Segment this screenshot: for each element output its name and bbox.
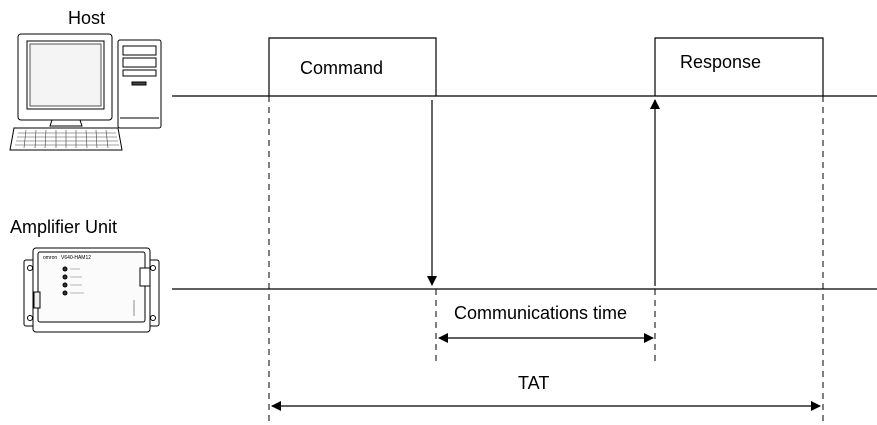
- response-label: Response: [680, 52, 762, 72]
- amplifier-unit-icon: [23, 247, 160, 333]
- communications-time-label: Communications time: [454, 303, 628, 323]
- host-label: Host: [68, 8, 106, 28]
- command-label: Command: [300, 58, 384, 78]
- response-box: [654, 37, 824, 96]
- tat-label: TAT: [518, 373, 550, 393]
- desktop-computer-icon: [9, 33, 162, 151]
- amplifier-model-text: V640-HAM12: [61, 255, 91, 261]
- amplifier-brand-text: omron: [43, 255, 57, 261]
- amplifier-unit-label: Amplifier Unit: [10, 217, 118, 237]
- command-box: [268, 37, 437, 96]
